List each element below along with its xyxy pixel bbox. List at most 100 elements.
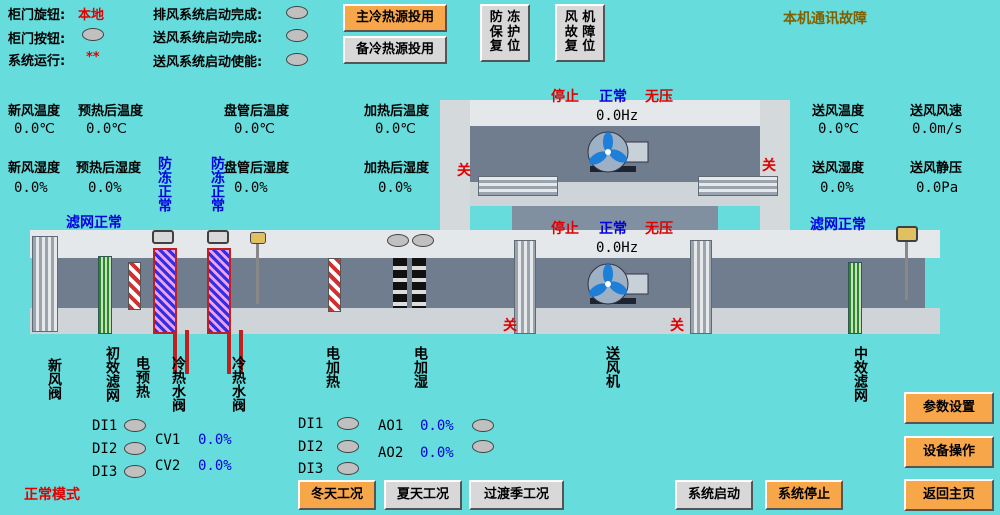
- temp-hum-probe-1: [256, 244, 259, 304]
- supply-temp-label: 送风温度: [812, 104, 865, 119]
- electric-preheat: [128, 262, 141, 310]
- coil-temp-value: 0.0℃: [234, 121, 276, 137]
- device-op-button[interactable]: 设备操作: [904, 436, 994, 468]
- params-button[interactable]: 参数设置: [904, 392, 994, 424]
- upper-fan-stop: 停止: [551, 89, 579, 105]
- main-source-button[interactable]: 主冷热源投用: [343, 4, 447, 32]
- upper-duct-top: [440, 100, 780, 126]
- cv1-label: CV1: [155, 432, 181, 448]
- cv1-value: 0.0%: [198, 432, 232, 448]
- fresh-temp-value: 0.0℃: [14, 121, 56, 137]
- heat-hum-label: 加热后湿度: [364, 161, 430, 176]
- upper-fan-normal: 正常: [599, 89, 627, 105]
- ao1-value: 0.0%: [420, 418, 454, 434]
- cv2-value: 0.0%: [198, 458, 232, 474]
- electric-heater: [328, 258, 341, 312]
- fresh-damper-label: 新风阀: [46, 358, 62, 400]
- comm-fault-status: 本机通讯故障: [783, 11, 867, 27]
- home-button[interactable]: 返回主页: [904, 479, 994, 511]
- exhaust-start-done-label: 排风系统启动完成:: [153, 8, 263, 23]
- di1-indicator: [124, 419, 146, 432]
- preheat-hum-value: 0.0%: [88, 180, 122, 196]
- supply-start-enable-label: 送风系统启动使能:: [153, 55, 263, 70]
- humidifier-indicator-2: [412, 234, 434, 247]
- upper-fan-outlet-damper[interactable]: [698, 176, 778, 196]
- supply-start-enable-indicator: [286, 53, 308, 66]
- antifreeze-status-2: 防冻正常: [209, 156, 225, 212]
- lower-inlet-damper-state: 关: [503, 318, 517, 334]
- ao2-label: AO2: [378, 445, 404, 461]
- di1-label: DI1: [92, 418, 118, 434]
- antifreeze-status-1: 防冻正常: [156, 156, 172, 212]
- summer-mode-button[interactable]: 夏天工况: [384, 480, 462, 510]
- transition-mode-button[interactable]: 过渡季工况: [469, 480, 564, 510]
- lower-fan-icon[interactable]: [580, 262, 650, 306]
- heat-temp-label: 加热后温度: [364, 104, 430, 119]
- winter-mode-button[interactable]: 冬天工况: [298, 480, 376, 510]
- upper-fan-icon[interactable]: [580, 130, 650, 174]
- di2b-label: DI2: [298, 439, 324, 455]
- upper-fan-inlet-damper[interactable]: [478, 176, 558, 196]
- supply-pressure-value: 0.0Pa: [916, 180, 959, 196]
- supply-sensor-probe: [905, 242, 908, 300]
- lower-outlet-damper-state: 关: [670, 318, 684, 334]
- mode-status: 正常模式: [24, 487, 80, 503]
- lower-fan-frequency: 0.0Hz: [596, 240, 639, 256]
- fan-fault-reset-button[interactable]: 风 机 故 障 复 位: [555, 4, 605, 62]
- chw-valve-2-label: 冷热水阀: [230, 356, 246, 412]
- fresh-temp-label: 新风温度: [8, 104, 61, 119]
- chw-pipe-2b: [239, 330, 243, 374]
- system-start-button[interactable]: 系统启动: [675, 480, 753, 510]
- backup-source-button[interactable]: 备冷热源投用: [343, 36, 447, 64]
- di3-indicator: [124, 465, 146, 478]
- system-running-value: **: [86, 50, 100, 65]
- supply-hum-label: 送风湿度: [812, 161, 865, 176]
- supply-start-done-indicator: [286, 29, 308, 42]
- duct-top-face: [30, 230, 940, 258]
- supply-hum-value: 0.0%: [820, 180, 854, 196]
- temp-hum-sensor-1: [250, 232, 266, 244]
- medium-filter-label: 中效滤网: [852, 346, 868, 402]
- upper-duct-left-riser: [440, 100, 470, 230]
- duct-body: [45, 258, 925, 308]
- humidifier-indicator-1: [387, 234, 409, 247]
- system-stop-button[interactable]: 系统停止: [765, 480, 843, 510]
- lower-fan-outlet-damper[interactable]: [690, 240, 712, 334]
- di2-indicator: [124, 442, 146, 455]
- chw-pipe-1b: [185, 330, 189, 374]
- antifreeze-reset-button[interactable]: 防 冻 保 护 复 位: [480, 4, 530, 62]
- upper-fan-no-pressure: 无压: [645, 89, 673, 105]
- chw-pipe-1: [173, 334, 177, 374]
- upper-fan-frequency: 0.0Hz: [596, 108, 639, 124]
- ao1-label: AO1: [378, 418, 404, 434]
- di3b-indicator: [337, 462, 359, 475]
- di3-label: DI3: [92, 464, 118, 480]
- electric-preheat-label: 电预热: [134, 356, 150, 398]
- lower-fan-normal: 正常: [599, 221, 627, 237]
- heat-hum-value: 0.0%: [378, 180, 412, 196]
- door-button-label: 柜门按钮:: [8, 32, 66, 47]
- preheat-temp-label: 预热后温度: [78, 104, 144, 119]
- lower-fan-chamber-top: [512, 206, 718, 230]
- primary-filter-status: 滤网正常: [66, 215, 122, 231]
- medium-filter: [848, 262, 862, 334]
- ao1-indicator: [472, 419, 494, 432]
- chw-pipe-2: [227, 334, 231, 374]
- supply-fan-label: 送风机: [604, 346, 620, 388]
- di1b-label: DI1: [298, 416, 324, 432]
- fresh-hum-label: 新风湿度: [8, 161, 61, 176]
- coil-hum-value: 0.0%: [234, 180, 268, 196]
- electric-humid-label: 电加湿: [412, 346, 428, 388]
- duct-bottom-face: [30, 308, 940, 334]
- supply-start-done-label: 送风系统启动完成:: [153, 31, 263, 46]
- preheat-temp-value: 0.0℃: [86, 121, 128, 137]
- electric-humidifier-2: [412, 258, 426, 308]
- chw-valve-1-label: 冷热水阀: [170, 356, 186, 412]
- fresh-air-damper[interactable]: [32, 236, 58, 332]
- lower-fan-stop: 停止: [551, 221, 579, 237]
- preheat-hum-label: 预热后湿度: [76, 161, 142, 176]
- di1b-indicator: [337, 417, 359, 430]
- supply-speed-value: 0.0m/s: [912, 121, 963, 137]
- electric-heat-label: 电加热: [324, 346, 340, 388]
- lower-fan-inlet-damper[interactable]: [514, 240, 536, 334]
